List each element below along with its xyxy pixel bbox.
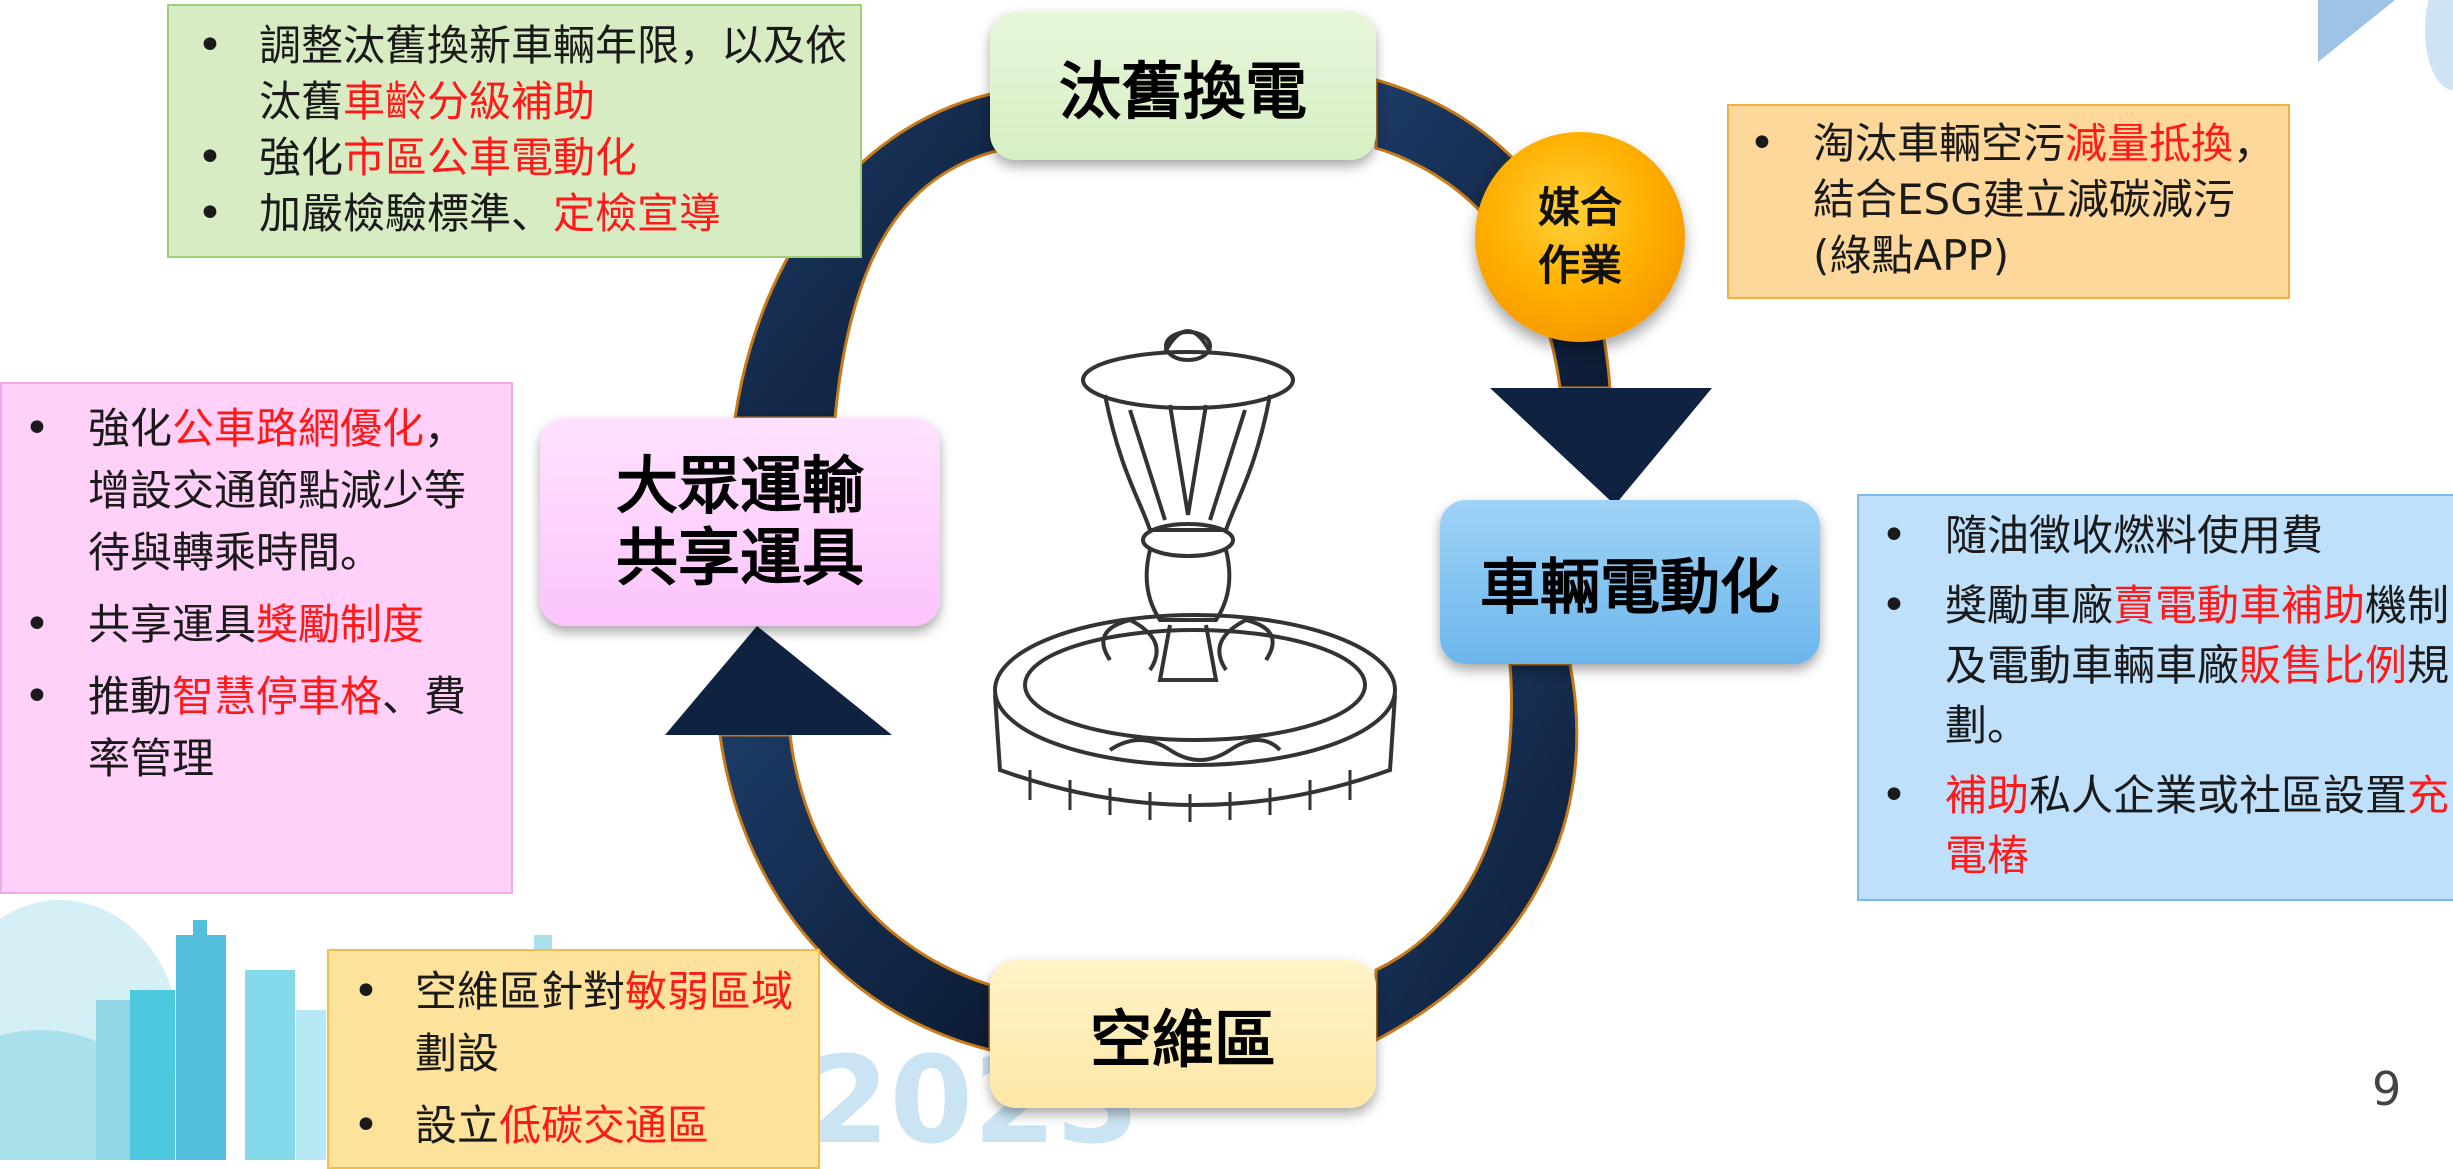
label-public-transport-line2: 共享運具 [615,521,864,594]
fountain-sketch-icon [993,329,1397,822]
arrowhead-right-down [1490,388,1712,505]
label-air-zone-text: 空維區 [1089,1003,1276,1076]
info-box-emission-offset: 淘汰車輛空污減量抵換，結合ESG建立減碳減污(綠點APP) [1727,104,2290,299]
label-vehicle-electrification: 車輛電動化 [1440,500,1820,664]
list-item: 補助私人企業或社區設置充電樁 [1863,766,2451,886]
arrowhead-left-up [665,626,892,735]
list-item: 加嚴檢驗標準、定檢宣導 [179,186,850,242]
list-item: 調整汰舊換新車輛年限，以及依汰舊車齡分級補助 [179,18,850,130]
info-box-air-zone: 空維區針對敏弱區域劃設 設立低碳交通區 [327,949,820,1169]
arc-right-bottom [1374,662,1579,1043]
list-item: 共享運具獎勵制度 [6,594,505,656]
list-item: 推動智慧停車格、費率管理 [6,666,505,790]
matching-line2: 作業 [1537,241,1622,290]
list-item: 強化公車路網優化，增設交通節點減少等待與轉乘時間。 [6,398,505,584]
info-box-electrification: 隨油徵收燃料使用費 獎勵車廠賣電動車補助機制及電動車輛車廠販售比例規劃。 補助私… [1857,494,2453,901]
arc-bottom-left [718,733,992,1052]
corner-decoration-icon [2318,0,2395,62]
city-skyline-icon [0,900,552,1160]
info-box-eliminate-old: 調整汰舊換新車輛年限，以及依汰舊車齡分級補助 強化市區公車電動化 加嚴檢驗標準、… [167,4,862,258]
label-electrification-text: 車輛電動化 [1480,552,1780,623]
list-item: 淘汰車輛空污減量抵換，結合ESG建立減碳減污(綠點APP) [1731,116,2280,284]
label-air-quality-zone: 空維區 [990,960,1376,1108]
label-public-transport: 大眾運輸 共享運具 [540,418,940,626]
list-item: 強化市區公車電動化 [179,130,850,186]
page-number: 9 [2372,1062,2402,1116]
list-item: 空維區針對敏弱區域劃設 [335,961,812,1085]
list-item: 獎勵車廠賣電動車補助機制及電動車輛車廠販售比例規劃。 [1863,576,2451,756]
label-public-transport-line1: 大眾運輸 [615,449,864,522]
matching-line1: 媒合 [1537,183,1622,232]
label-eliminate-old-vehicles: 汰舊換電 [990,12,1376,160]
info-box-public-transport: 強化公車路網優化，增設交通節點減少等待與轉乘時間。 共享運具獎勵制度 推動智慧停… [0,382,513,894]
list-item: 設立低碳交通區 [335,1095,812,1157]
matching-operation-badge: 媒合 作業 [1475,132,1685,342]
label-eliminate-old-text: 汰舊換電 [1058,55,1307,128]
list-item: 隨油徵收燃料使用費 [1863,506,2451,566]
